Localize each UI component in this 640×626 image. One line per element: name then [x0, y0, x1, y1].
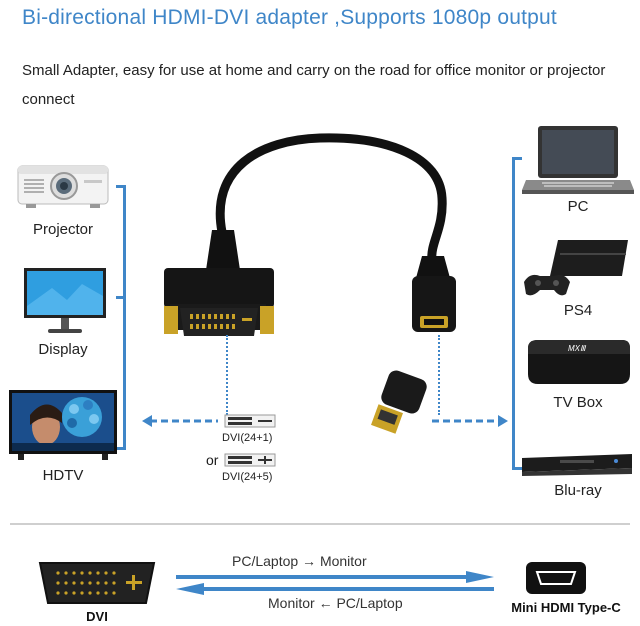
device-label-pc: PC: [567, 198, 589, 215]
device-label-tv-box: TV Box: [553, 394, 603, 411]
device-label-blu-ray: Blu-ray: [554, 482, 602, 499]
forward-direction-label: PC/Laptop → Monitor: [232, 553, 367, 569]
forward-arrow: [176, 571, 494, 583]
dvi-24-5-label: DVI(24+5): [222, 471, 273, 483]
dvi-connector-label: DVI: [86, 609, 108, 624]
dvi-guide-dotted-line: [226, 335, 228, 415]
blu-ray-player-image: [522, 454, 632, 476]
adapter-cable-image: [164, 133, 456, 434]
left-bracket-tick: [116, 185, 126, 188]
reverse-arrow: [176, 583, 494, 595]
projector-image: [17, 165, 109, 208]
mini-hdmi-connector-label: Mini HDMI Type-C: [511, 600, 621, 615]
laptop-pc-image: [522, 126, 634, 194]
section-divider: [10, 523, 630, 525]
ps4-console-image: [524, 240, 628, 296]
hdtv-image: [9, 390, 117, 460]
page-title: Bi-directional HDMI-DVI adapter ,Support…: [22, 6, 557, 29]
page-subtitle: Small Adapter, easy for use at home and …: [22, 62, 606, 108]
device-label-projector: Projector: [32, 221, 94, 238]
left-dashed-arrow: [140, 414, 220, 433]
right-bracket-tick: [512, 157, 522, 160]
display-monitor-image: [24, 268, 106, 333]
tv-box-image: MXⅢ: [528, 340, 630, 384]
device-label-display: Display: [38, 341, 88, 358]
dvi-24-1-pin-icon: [224, 414, 276, 428]
tv-box-brand-logo: MXⅢ: [568, 344, 587, 353]
dvi-24-1-label: DVI(24+1): [222, 432, 273, 444]
left-bracket-tick: [116, 296, 126, 299]
device-label-ps4: PS4: [563, 302, 593, 319]
right-bracket-line: [512, 157, 515, 470]
or-label: or: [206, 452, 219, 468]
dvi-24-5-pin-icon: [224, 453, 276, 467]
dvi-connector-icon: [38, 562, 156, 604]
hdmi-guide-dotted-line: [438, 335, 440, 415]
reverse-direction-label: Monitor ← PC/Laptop: [268, 595, 403, 611]
mini-hdmi-connector-icon: [526, 562, 586, 594]
left-bracket-line: [123, 185, 126, 450]
right-bracket-tick: [512, 467, 522, 470]
left-bracket-tick: [116, 447, 126, 450]
device-label-hdtv: HDTV: [42, 467, 84, 484]
right-dashed-arrow: [430, 414, 510, 433]
